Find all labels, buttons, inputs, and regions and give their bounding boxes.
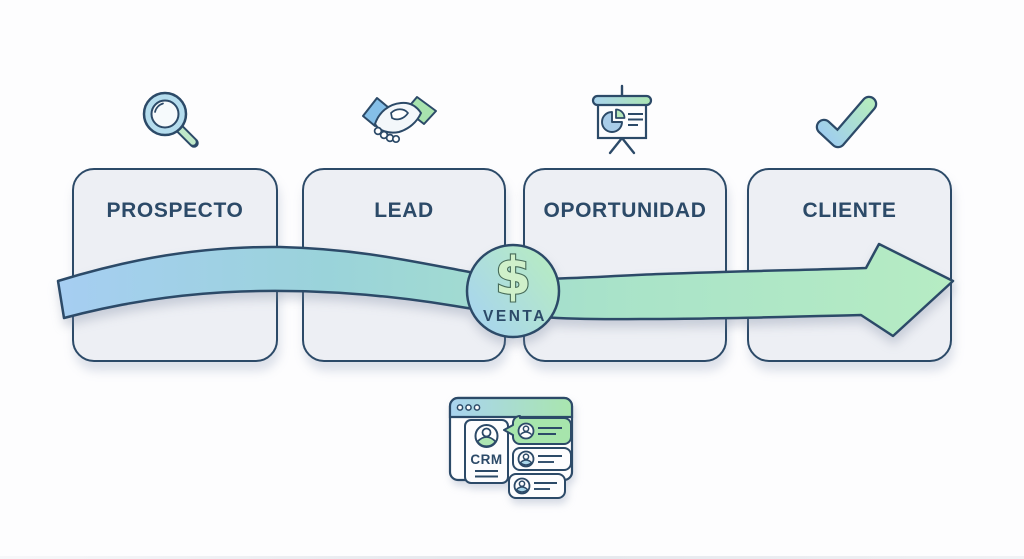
crm-label: CRM	[470, 452, 502, 467]
contact-avatar-icon	[474, 424, 499, 448]
window-dot-icon	[456, 404, 464, 411]
chat-avatar-icon	[517, 450, 535, 468]
page-bottom-edge	[0, 556, 1024, 559]
crm-window: CRM	[448, 396, 574, 499]
chat-avatar-icon	[517, 422, 535, 440]
handshake-icon	[362, 96, 437, 144]
window-dot-icon	[473, 404, 481, 411]
stage-label-oportunidad: OPORTUNIDAD	[543, 199, 707, 222]
stage-box-oportunidad: OPORTUNIDAD	[523, 168, 727, 362]
checkmark-icon	[815, 95, 878, 149]
crm-contact-card: CRM	[464, 419, 509, 484]
stage-label-lead: LEAD	[374, 199, 434, 222]
stage-box-cliente: CLIENTE	[747, 168, 952, 362]
presentation-chart-icon	[591, 84, 653, 155]
stage-box-prospecto: PROSPECTO	[72, 168, 278, 362]
stage-label-cliente: CLIENTE	[802, 199, 897, 222]
search-icon	[142, 91, 199, 148]
chat-avatar-icon	[513, 477, 531, 495]
crm-chat-row	[512, 447, 572, 471]
stage-box-lead: LEAD	[302, 168, 506, 362]
crm-chat-row	[508, 473, 566, 499]
window-dot-icon	[465, 404, 472, 411]
stage-label-prospecto: PROSPECTO	[106, 199, 244, 222]
crm-titlebar	[448, 396, 574, 419]
crm-chat-row-active	[503, 415, 572, 445]
